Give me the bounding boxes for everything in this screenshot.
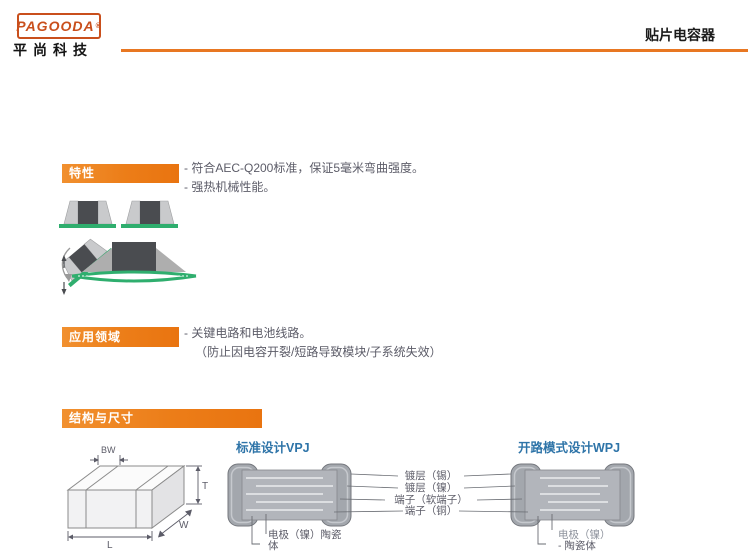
- bend-test-illustration: [59, 200, 197, 295]
- open-mode-design-title: 开路模式设计WPJ: [518, 440, 620, 455]
- mounted-chip-2: [121, 200, 178, 228]
- layer-label-copper: 端子（铜）: [405, 504, 458, 517]
- applications-banner: 应用领域: [62, 327, 179, 347]
- features-text: - 符合AEC-Q200标准，保证5毫米弯曲强度。 - 强热机械性能。: [184, 159, 424, 197]
- dim-t: T: [186, 465, 208, 505]
- applications-line-2: （防止因电容开裂/短路导致模块/子系统失效）: [195, 345, 442, 359]
- standard-electrode-line1: 电极（镍）陶瓷: [268, 528, 342, 541]
- page-title: 贴片电容器: [645, 27, 715, 43]
- header-divider: [121, 49, 748, 52]
- dim-l: L: [67, 531, 153, 548]
- standard-electrode-label: 电极（镍）陶瓷 体: [251, 514, 342, 552]
- standard-electrodes: [246, 477, 333, 511]
- open-mode-capacitor-cross-section: [510, 463, 635, 527]
- layer-labels: 镀层（锡） 镀层（镍） 端子（软端子） 端子（铜）: [394, 469, 468, 517]
- open-mode-electrodes: [540, 477, 608, 511]
- dim-bw: BW: [90, 445, 128, 465]
- features-line-2: - 强热机械性能。: [184, 180, 276, 194]
- features-line-1: - 符合AEC-Q200标准，保证5毫米弯曲强度。: [184, 161, 425, 175]
- logo-text: PAGOODA: [16, 18, 95, 34]
- layer-label-soft-terminal: 端子（软端子）: [394, 493, 468, 506]
- layer-label-nickel: 镀层（镍）: [405, 481, 458, 494]
- chip-dimension-drawing: BW T W L: [66, 445, 208, 548]
- open-electrode-line2: - 陶瓷体: [558, 539, 596, 552]
- company-logo: PAGOODA®: [16, 13, 102, 39]
- dim-bw-label: BW: [101, 445, 116, 455]
- standard-design-title: 标准设计VPJ: [235, 440, 310, 455]
- dim-t-label: T: [202, 481, 208, 492]
- dim-w-label: W: [179, 520, 189, 531]
- features-banner: 特性: [62, 164, 179, 183]
- applications-text: - 关键电路和电池线路。 （防止因电容开裂/短路导致模块/子系统失效）: [184, 324, 442, 362]
- standard-electrode-line2: 体: [268, 540, 279, 552]
- registered-mark: ®: [95, 22, 102, 30]
- open-electrode-line1: 电极（镍）: [558, 528, 611, 541]
- deflection-arrows-icon: [61, 255, 67, 295]
- structure-banner: 结构与尺寸: [62, 409, 262, 428]
- rotation-arrow-icon: [61, 247, 72, 282]
- flexed-board-chip: [71, 242, 197, 283]
- open-electrode-label: 电极（镍） - 陶瓷体: [537, 514, 611, 552]
- layer-leader-lines: [333, 473, 529, 513]
- standard-capacitor-cross-section: [227, 463, 352, 527]
- dim-l-label: L: [107, 540, 113, 548]
- cross-section-diagrams: 标准设计VPJ 开路模式设计WPJ: [227, 440, 635, 552]
- layer-label-tin: 镀层（锡）: [405, 469, 458, 482]
- chip-outline: [66, 465, 186, 529]
- company-name: 平尚科技: [13, 42, 93, 58]
- applications-line-1: - 关键电路和电池线路。: [184, 326, 312, 340]
- dim-w: W: [158, 509, 192, 538]
- mounted-chip-1: [59, 200, 116, 228]
